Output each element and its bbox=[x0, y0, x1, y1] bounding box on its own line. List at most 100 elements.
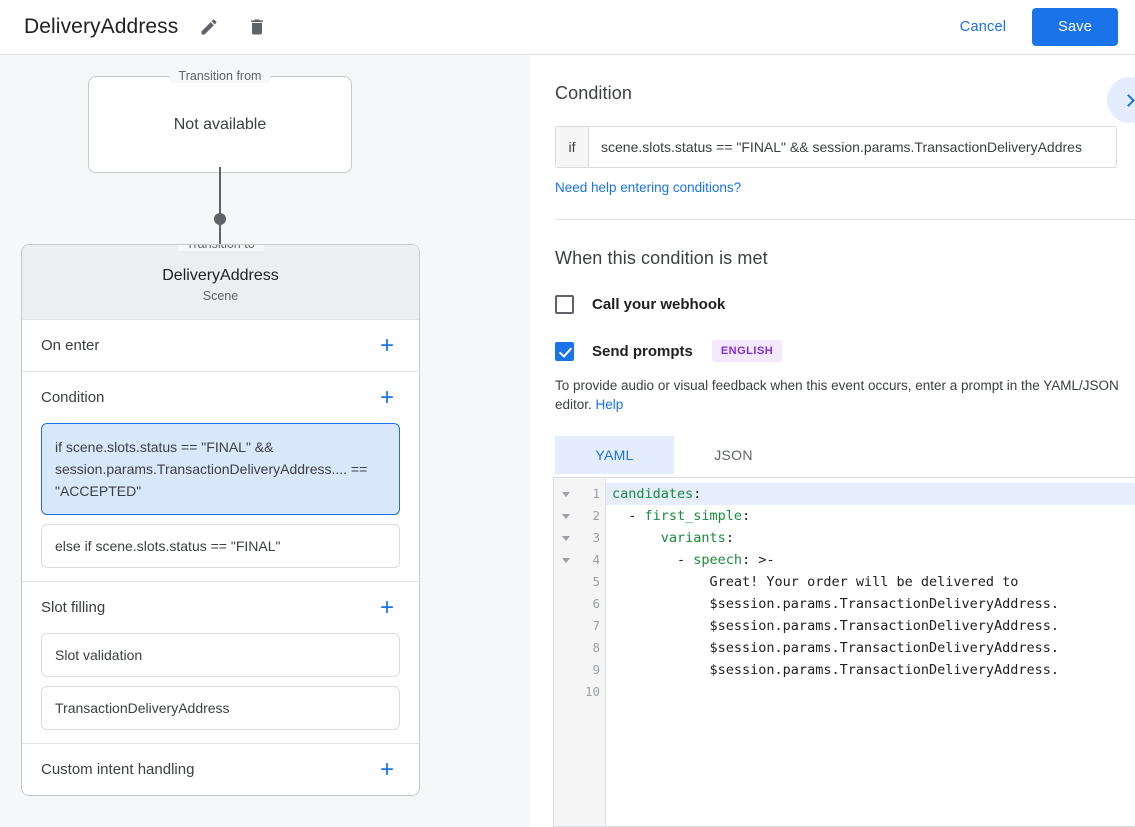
add-custom-intent-button[interactable]: + bbox=[379, 755, 394, 783]
code-line[interactable]: $session.params.TransactionDeliveryAddre… bbox=[612, 662, 1060, 678]
line-number: 3 bbox=[592, 530, 600, 545]
page-title: DeliveryAddress bbox=[24, 15, 179, 38]
topbar-actions: Cancel Save bbox=[948, 8, 1118, 46]
fold-toggle[interactable] bbox=[554, 549, 578, 571]
prompts-description: To provide audio or visual feedback when… bbox=[555, 376, 1120, 414]
code-line[interactable]: - speech: >- bbox=[612, 552, 775, 568]
condition-help-link[interactable]: Need help entering conditions? bbox=[555, 180, 742, 195]
slot-card-transaction-delivery-address[interactable]: TransactionDeliveryAddress bbox=[41, 686, 400, 730]
fold-spacer bbox=[554, 615, 578, 637]
call-webhook-checkbox[interactable] bbox=[555, 295, 574, 314]
line-number: 7 bbox=[592, 618, 600, 633]
line-number: 9 bbox=[592, 662, 600, 677]
section-slot-filling: Slot filling + Slot validation Transacti… bbox=[22, 581, 419, 743]
yaml-punctuation: : >- bbox=[742, 552, 775, 568]
slot-validation-card[interactable]: Slot validation bbox=[41, 633, 400, 677]
yaml-key: speech bbox=[693, 552, 743, 568]
code-line[interactable]: $session.params.TransactionDeliveryAddre… bbox=[612, 596, 1060, 612]
pencil-icon bbox=[201, 19, 217, 35]
add-condition-button[interactable]: + bbox=[379, 383, 394, 411]
when-met-title: When this condition is met bbox=[555, 248, 768, 268]
fold-spacer bbox=[554, 659, 578, 681]
code-line[interactable]: candidates: bbox=[606, 483, 1135, 505]
condition-expression-input[interactable]: scene.slots.status == "FINAL" && session… bbox=[601, 139, 1082, 155]
condition-panel-title: Condition bbox=[555, 83, 632, 103]
send-prompts-label: Send prompts bbox=[592, 342, 693, 360]
condition-card-selected[interactable]: if scene.slots.status == "FINAL" && sess… bbox=[41, 423, 400, 515]
trash-icon bbox=[251, 19, 264, 35]
fold-toggle[interactable] bbox=[554, 527, 578, 549]
transition-from-node[interactable]: Transition from Not available bbox=[88, 69, 352, 173]
section-condition: Condition + if scene.slots.status == "FI… bbox=[22, 371, 419, 581]
section-custom-intent-handling: Custom intent handling + bbox=[22, 743, 419, 795]
delete-button[interactable] bbox=[240, 10, 274, 44]
editor-fold-gutter bbox=[554, 478, 578, 826]
chevron-right-icon bbox=[1122, 93, 1135, 107]
tab-yaml[interactable]: YAML bbox=[555, 436, 674, 474]
fold-spacer bbox=[554, 593, 578, 615]
code-line[interactable]: variants: bbox=[606, 527, 1135, 549]
save-button[interactable]: Save bbox=[1032, 8, 1118, 46]
prompts-help-link[interactable]: Help bbox=[595, 397, 624, 412]
condition-block: Condition if scene.slots.status == "FINA… bbox=[530, 55, 1135, 220]
triangle-down-icon bbox=[562, 491, 570, 497]
call-webhook-label: Call your webhook bbox=[592, 296, 726, 313]
edit-button[interactable] bbox=[192, 10, 226, 44]
code-line[interactable]: - first_simple: bbox=[612, 508, 751, 524]
code-line[interactable]: Great! Your order will be delivered to bbox=[612, 574, 1019, 590]
line-number: 5 bbox=[592, 574, 600, 589]
left-panel: Transition from Not available Transition… bbox=[0, 55, 530, 827]
webhook-row[interactable]: Call your webhook bbox=[555, 295, 1110, 314]
section-head-condition: Condition + bbox=[22, 372, 419, 423]
editor-format-tabs: YAML JSON bbox=[555, 436, 1110, 474]
code-line[interactable] bbox=[606, 681, 1135, 703]
if-label: if bbox=[556, 127, 589, 167]
slot-filling-card-list: Slot validation TransactionDeliveryAddre… bbox=[22, 633, 419, 743]
condition-if-row[interactable]: if scene.slots.status == "FINAL" && sess… bbox=[555, 126, 1117, 168]
line-number: 8 bbox=[592, 640, 600, 655]
code-line[interactable]: $session.params.TransactionDeliveryAddre… bbox=[612, 618, 1060, 634]
section-head-on-enter: On enter + bbox=[22, 320, 419, 371]
transition-to-node: Transition to DeliveryAddress Scene On e… bbox=[21, 244, 420, 796]
yaml-punctuation: : bbox=[725, 530, 734, 546]
line-number: 1 bbox=[592, 486, 600, 501]
yaml-key: candidates bbox=[612, 486, 694, 502]
fold-spacer bbox=[554, 681, 578, 703]
cancel-button[interactable]: Cancel bbox=[948, 11, 1018, 43]
section-title-on-enter: On enter bbox=[41, 337, 100, 354]
yaml-punctuation: : bbox=[693, 486, 702, 502]
triangle-down-icon bbox=[562, 513, 570, 519]
fold-toggle[interactable] bbox=[554, 505, 578, 527]
yaml-key: first_simple bbox=[644, 508, 743, 524]
section-head-slot-filling: Slot filling + bbox=[22, 582, 419, 633]
triangle-down-icon bbox=[562, 557, 570, 563]
line-number: 4 bbox=[592, 552, 600, 567]
triangle-down-icon bbox=[562, 535, 570, 541]
condition-card-list: if scene.slots.status == "FINAL" && sess… bbox=[22, 423, 419, 581]
send-prompts-checkbox[interactable] bbox=[555, 341, 574, 361]
fold-spacer bbox=[554, 637, 578, 659]
transition-to-legend: Transition to bbox=[177, 245, 264, 251]
graph-connector-dot bbox=[214, 213, 226, 225]
fold-toggle[interactable] bbox=[554, 483, 578, 505]
line-number: 10 bbox=[584, 684, 600, 699]
yaml-punctuation: : bbox=[742, 508, 751, 524]
add-on-enter-button[interactable]: + bbox=[379, 331, 394, 359]
editor-code-area[interactable]: candidates: - first_simple: variants: - … bbox=[606, 478, 1135, 826]
code-line[interactable]: $session.params.TransactionDeliveryAddre… bbox=[612, 640, 1060, 656]
line-number: 6 bbox=[592, 596, 600, 611]
section-title-condition: Condition bbox=[41, 389, 105, 406]
transition-from-value: Not available bbox=[173, 115, 267, 133]
transition-to-header[interactable]: DeliveryAddress Scene bbox=[22, 245, 419, 319]
send-prompts-row[interactable]: Send prompts ENGLISH bbox=[555, 340, 1110, 362]
yaml-key: variants bbox=[660, 530, 726, 546]
add-slot-filling-button[interactable]: + bbox=[379, 593, 394, 621]
top-bar: DeliveryAddress Cancel Save bbox=[0, 0, 1135, 55]
language-badge: ENGLISH bbox=[711, 340, 783, 362]
transition-to-subtitle: Scene bbox=[202, 289, 239, 303]
condition-card[interactable]: else if scene.slots.status == "FINAL" bbox=[41, 524, 400, 568]
fold-spacer bbox=[554, 571, 578, 593]
tab-json[interactable]: JSON bbox=[714, 447, 753, 463]
